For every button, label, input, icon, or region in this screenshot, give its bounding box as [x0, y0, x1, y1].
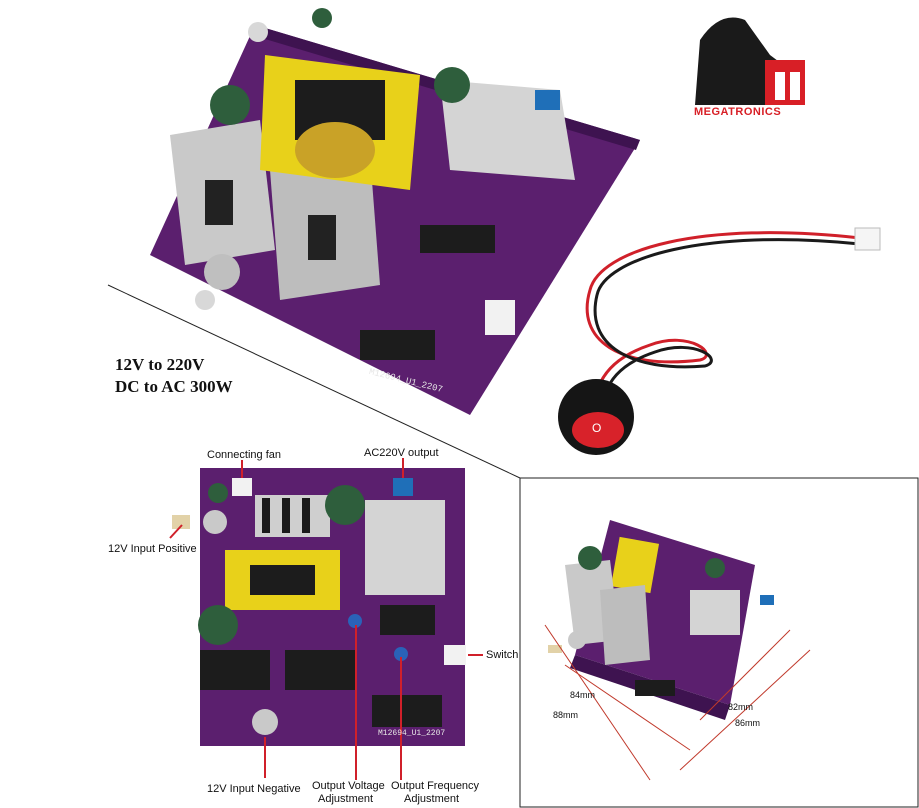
dimension-82mm: 82mm [728, 702, 754, 712]
callout-voltage-adjustment-2: Adjustment [318, 793, 374, 805]
caption-line-1: 12V to 220V [115, 355, 205, 374]
callout-frequency-adjustment-1: Output Frequency [391, 780, 480, 792]
callout-frequency-adjustment-2: Adjustment [404, 793, 460, 805]
brand-name: MEGATRONICS [694, 106, 782, 118]
dimension-84mm: 84mm [570, 690, 596, 700]
dimension-88mm: 88mm [553, 710, 579, 720]
callout-voltage-adjustment-1: Output Voltage [312, 780, 385, 792]
caption-line-2: DC to AC 300W [115, 377, 233, 396]
annotated-board-silkscreen: M12694_U1_2207 [378, 729, 446, 738]
callout-connecting-fan: Connecting fan [207, 449, 281, 461]
callout-input-negative: 12V Input Negative [207, 783, 301, 795]
callout-input-positive: 12V Input Positive [108, 543, 197, 555]
switch-glyph: O [592, 421, 602, 435]
callout-ac-output: AC220V output [364, 447, 439, 459]
dimension-86mm: 86mm [735, 718, 761, 728]
callout-switch: Switch [486, 649, 519, 661]
